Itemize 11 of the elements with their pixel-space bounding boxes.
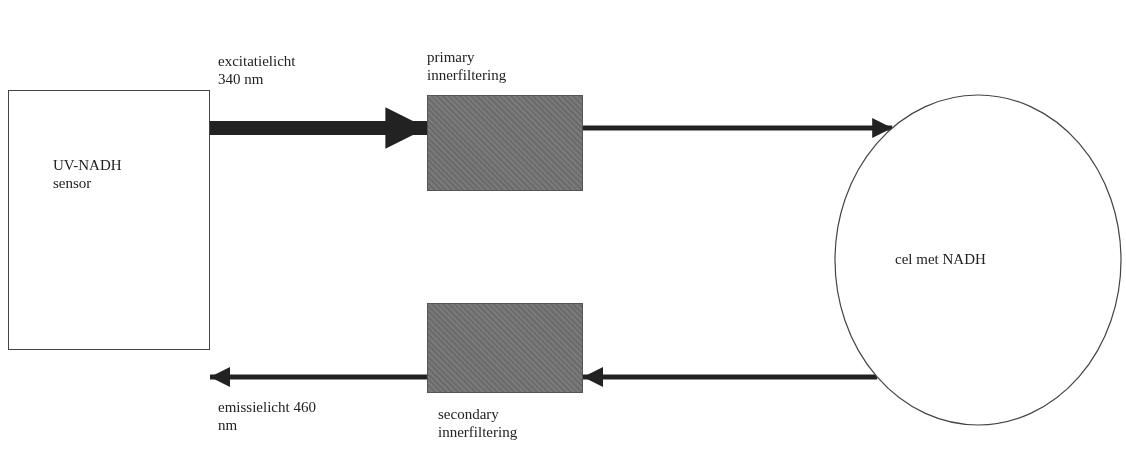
sensor-label: UV-NADH sensor	[53, 156, 123, 192]
filter-label: primary innerfiltering	[427, 48, 508, 84]
cell-label: cel met NADH	[895, 250, 987, 268]
arrow	[583, 367, 878, 387]
arrow	[210, 107, 427, 149]
edge-label: excitatielicht 340 nm	[218, 52, 297, 88]
arrow	[583, 118, 893, 138]
filter-label: secondary innerfiltering	[438, 405, 519, 441]
arrow	[210, 367, 427, 387]
sensor-box	[8, 90, 210, 350]
edge-label: emissielicht 460 nm	[218, 398, 317, 434]
